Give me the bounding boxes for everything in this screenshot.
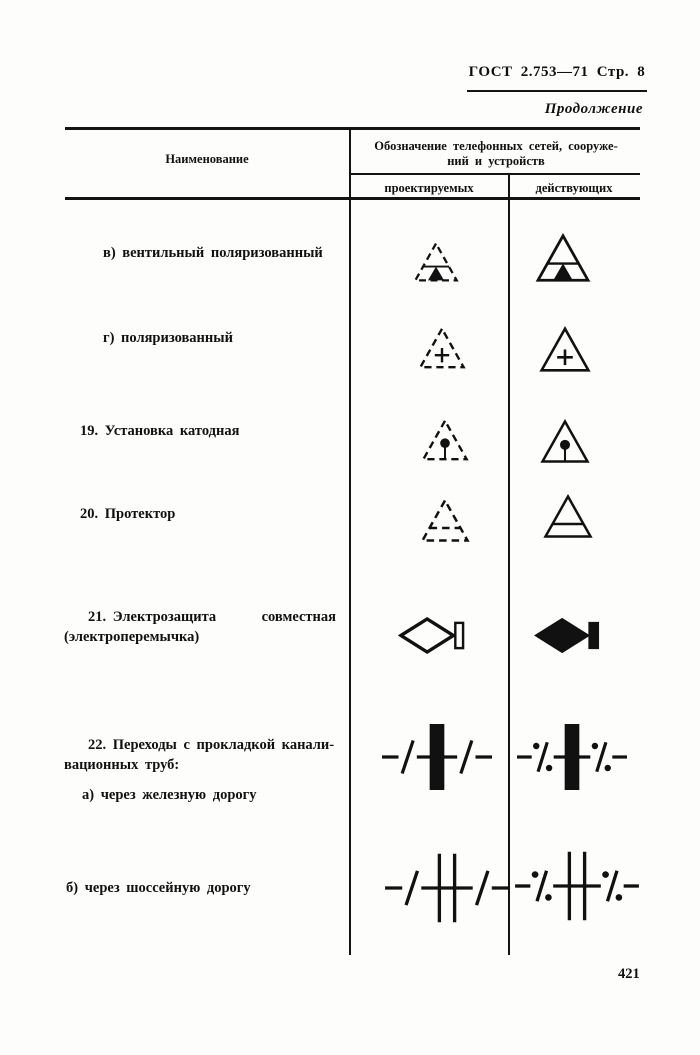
row-label-joint-protection-line2: (электроперемычка) bbox=[64, 629, 200, 645]
row-label-duct-crossing-line2: вационных труб: bbox=[64, 757, 180, 773]
doc-reference: ГОСТ 2.753—71 Стр. 8 bbox=[468, 64, 646, 80]
header-designation-line2: ний и устройств bbox=[447, 154, 545, 168]
protector-existing-icon bbox=[543, 494, 593, 538]
highway-crossing-projected-icon bbox=[385, 853, 509, 923]
row-label-highway-crossing: б) через шоссейную дорогу bbox=[66, 880, 251, 896]
valve-polarized-projected-icon bbox=[413, 241, 459, 282]
protector-projected-icon bbox=[420, 498, 470, 542]
highway-crossing-existing-icon bbox=[515, 851, 639, 921]
row-label-cathodic: 19. Установка катодная bbox=[80, 423, 240, 439]
valve-polarized-existing-icon bbox=[535, 233, 591, 282]
railway-crossing-projected-icon bbox=[382, 724, 492, 790]
header-sub-projected: проектируемых bbox=[384, 181, 474, 195]
row-label-duct-crossing-line1: 22. Переходы с прокладкой канали- bbox=[88, 737, 335, 753]
railway-crossing-existing-icon bbox=[517, 724, 627, 790]
joint-protection-label-part1: 21. Электрозащита bbox=[88, 609, 217, 625]
row-label-protector: 20. Протектор bbox=[80, 506, 176, 522]
row-label-railway-crossing: а) через железную дорогу bbox=[82, 787, 257, 803]
row-label-polarized: г) поляризованный bbox=[103, 330, 233, 346]
joint-protection-existing-icon bbox=[534, 617, 600, 654]
header-designation-line1: Обозначение телефонных сетей, сооруже- bbox=[374, 139, 618, 153]
column-divider-2 bbox=[508, 175, 510, 955]
polarized-projected-icon bbox=[418, 326, 466, 369]
cathodic-projected-icon bbox=[421, 418, 469, 461]
cathodic-existing-icon bbox=[540, 419, 590, 463]
joint-protection-label-part2: совместная bbox=[261, 609, 336, 625]
subheader-divider bbox=[350, 173, 640, 175]
header-bottom-border bbox=[65, 197, 640, 200]
continuation-label: Продолжение bbox=[544, 101, 643, 117]
header-sub-existing: действующих bbox=[535, 181, 613, 195]
polarized-existing-icon bbox=[539, 326, 591, 372]
header-name-column: Наименование bbox=[165, 152, 249, 166]
table-top-border bbox=[65, 127, 640, 130]
joint-protection-projected-icon bbox=[398, 616, 465, 655]
page-number: 421 bbox=[618, 966, 640, 982]
doc-reference-underline bbox=[467, 90, 647, 92]
row-label-joint-protection-line1: 21. Электрозащита совместная bbox=[64, 607, 336, 627]
row-label-valve-polarized: в) вентильный поляризованный bbox=[103, 245, 323, 261]
column-divider-1 bbox=[349, 127, 351, 955]
